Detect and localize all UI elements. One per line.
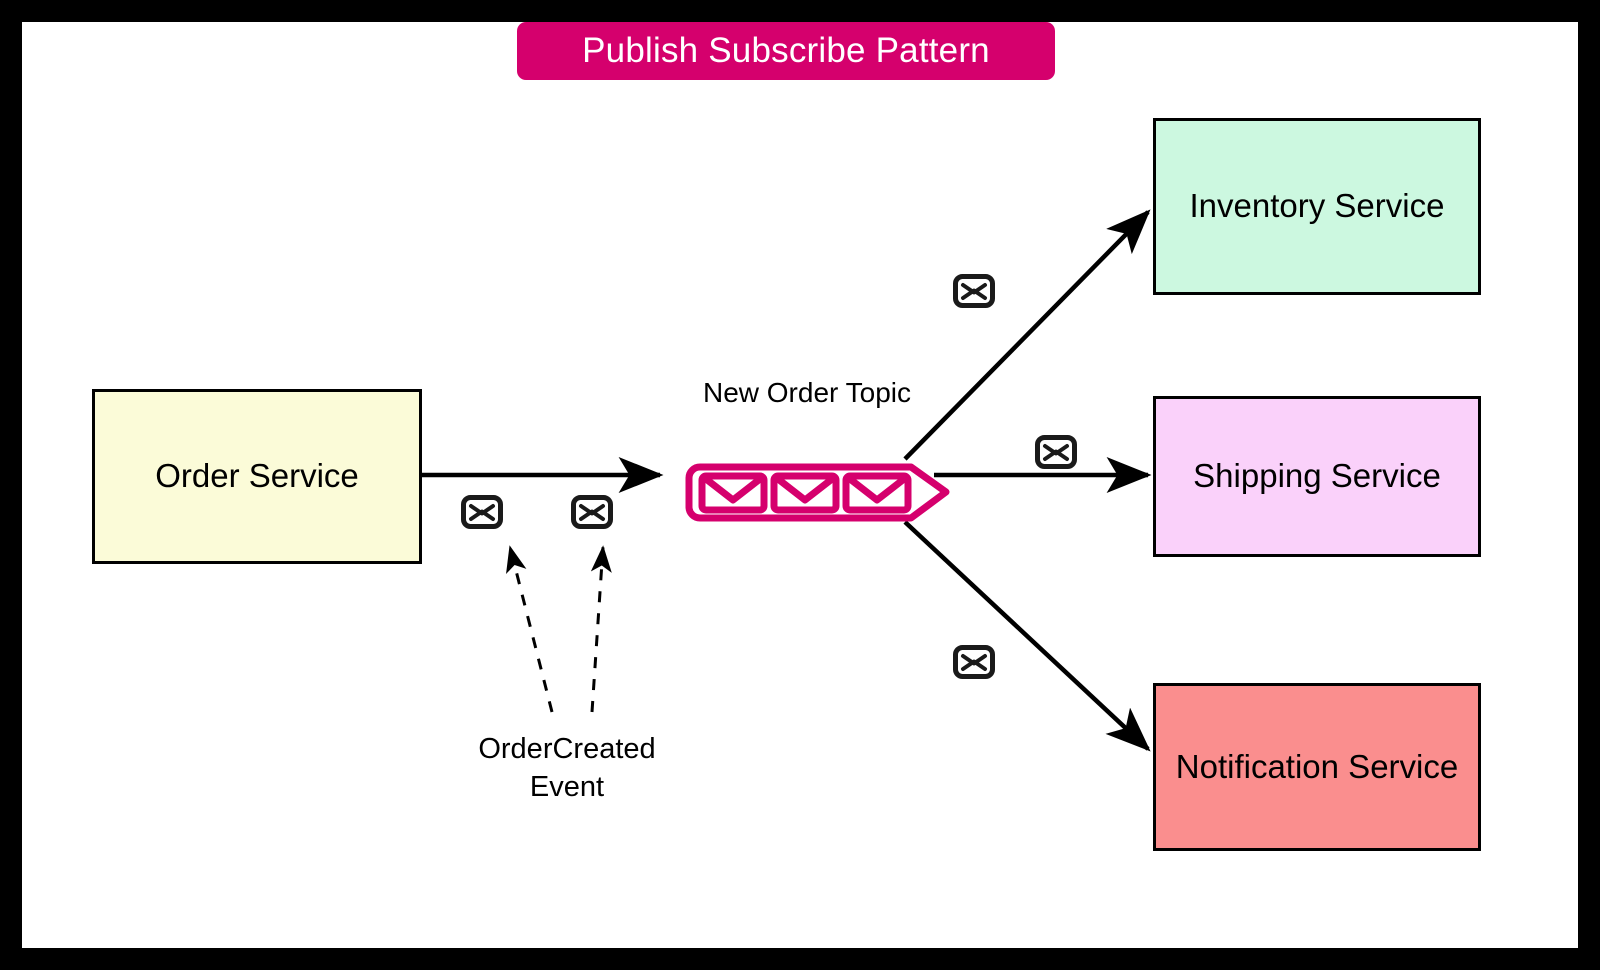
page-title-text: Publish Subscribe Pattern [582,31,990,70]
edge-event-to-badge-2 [590,545,612,713]
diagram-canvas: Publish Subscribe Pattern Order Service … [22,22,1578,948]
node-order-service-label: Order Service [155,457,359,495]
edge-event-to-badge-1 [506,545,554,713]
envelope-badge-glyph [461,495,503,529]
page-title: Publish Subscribe Pattern [517,22,1055,80]
envelope-badge-icon-publish-1 [460,494,504,530]
envelope-badge-glyph [953,645,995,679]
envelope-badge-icon-notification [952,644,996,680]
node-new-order-topic[interactable] [662,440,952,544]
envelope-icon-3 [842,472,912,514]
envelope-badge-glyph [1035,435,1077,469]
node-order-service[interactable]: Order Service [92,389,422,564]
node-shipping-service[interactable]: Shipping Service [1153,396,1481,557]
node-shipping-service-label: Shipping Service [1193,457,1441,495]
edge-topic-to-inventory [903,209,1151,461]
envelope-badge-icon-inventory [952,273,996,309]
edge-topic-to-notification [903,520,1151,752]
node-inventory-service-label: Inventory Service [1189,187,1445,225]
topic-shape [685,463,950,522]
envelope-icon-2 [770,472,840,514]
node-notification-service[interactable]: Notification Service [1153,683,1481,851]
envelope-icon-1 [698,472,768,514]
node-notification-service-label: Notification Service [1175,747,1459,785]
event-annotation-line2: Event [529,771,605,804]
envelope-badge-glyph [953,274,995,308]
event-annotation: OrderCreated Event [417,730,717,807]
event-annotation-line1: OrderCreated [478,733,656,765]
node-inventory-service[interactable]: Inventory Service [1153,118,1481,295]
connector-layer [422,209,1152,752]
envelope-badge-glyph [571,495,613,529]
envelope-badge-icon-publish-2 [570,494,614,530]
topic-label: New Order Topic [702,377,911,408]
envelope-badge-icon-shipping [1034,434,1078,470]
